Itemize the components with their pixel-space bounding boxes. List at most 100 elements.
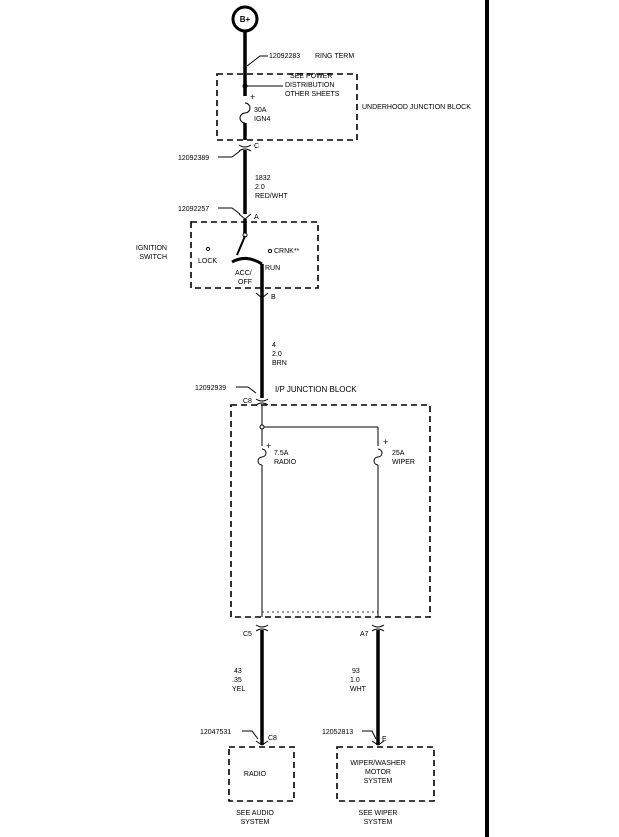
radio-outline [228, 746, 295, 802]
ignition-contact-bar [231, 257, 263, 266]
fuse-wiper-rating: 25A [392, 450, 405, 457]
ignition-lock-contact [205, 246, 211, 252]
splice-dot [242, 83, 248, 89]
wiper-component: 12052813 E WIPER/WASHER MOTOR SYSTEM SEE… [322, 729, 435, 826]
wire-4-circuit: 4 [272, 342, 276, 349]
connector-b: B [255, 292, 276, 301]
connector-a7-female [371, 624, 385, 628]
connector-12092939-leader [236, 386, 257, 394]
wiper-ref-line2: SYSTEM [364, 819, 393, 826]
connector-12092257-leader [218, 207, 241, 215]
fuse-30a-rating: 30A [254, 107, 267, 114]
connector-12052813-part: 12052813 [322, 729, 353, 736]
ip-junction-block: + 7.5A RADIO + 25A WIPER [230, 404, 431, 618]
fuse-radio-symbol [257, 448, 267, 466]
underhood-note-line3: OTHER SHEETS [285, 91, 340, 98]
ring-terminal-leader [246, 55, 268, 67]
wiper-name-line1: WIPER/WASHER [350, 760, 405, 767]
connector-radio-symbol [255, 740, 269, 746]
radio-ref-line1: SEE AUDIO [236, 810, 274, 817]
wire-1832-label: 1832 2.0 RED/WHT [255, 175, 288, 200]
wiper-name-line2: MOTOR [365, 769, 391, 776]
ring-terminal-label: RING TERM [315, 53, 354, 60]
wiper-name-line3: SYSTEM [364, 778, 393, 785]
connector-c5-female [255, 624, 269, 628]
connector-c-pin: C [254, 143, 259, 150]
underhood-junction-block: SEE POWER DISTRIBUTION OTHER SHEETS + 30… [216, 73, 471, 141]
connector-a7-pin: A7 [360, 631, 369, 638]
wire-4-color: BRN [272, 360, 287, 367]
fuse-wiper-symbol [373, 448, 383, 466]
underhood-note-line2: DISTRIBUTION [285, 82, 334, 89]
connector-a-pin: A [254, 214, 259, 221]
wire-4-gauge: 2.0 [272, 351, 282, 358]
ignition-off-label: OFF [238, 279, 252, 286]
wiper-ref-line1: SEE WIPER [359, 810, 398, 817]
ip-block-name: I/P JUNCTION BLOCK [275, 385, 357, 394]
connector-c8: 12092939 C8 I/P JUNCTION BLOCK [195, 385, 357, 406]
connector-c-female [238, 144, 252, 148]
wire-4-label: 4 2.0 BRN [272, 342, 287, 367]
wire-43-circuit: 43 [234, 668, 242, 675]
wire-93-color: WHT [350, 686, 367, 693]
connector-12047531-part: 12047531 [200, 729, 231, 736]
connector-c-male [238, 148, 252, 152]
fuse-30a-plus: + [250, 92, 255, 102]
ignition-run-label: RUN [265, 265, 280, 272]
ip-block-bus-node [259, 424, 265, 430]
fuse-radio-plus: + [266, 441, 271, 451]
connector-c5-male [255, 628, 269, 632]
ignition-switch: LOCK CRNK** RUN ACC/ OFF IGNITION SWITCH [136, 219, 319, 289]
fuse-wiper-name: WIPER [392, 459, 415, 466]
wire-1832-color: RED/WHT [255, 193, 288, 200]
connector-wiper-pin: E [382, 736, 387, 743]
radio-component: 12047531 C8 RADIO SEE AUDIO SYSTEM [200, 729, 295, 826]
b-plus-source: B+ [231, 5, 259, 33]
connector-12092389-leader [218, 150, 241, 158]
connector-12052813-leader [362, 730, 377, 740]
wire-43-label: 43 .35 YEL [232, 668, 245, 693]
fuse-wiper-plus: + [383, 437, 388, 447]
wire-93-circuit: 93 [352, 668, 360, 675]
underhood-block-name: UNDERHOOD JUNCTION BLOCK [362, 104, 471, 111]
radio-name: RADIO [244, 771, 267, 778]
connector-a7-male [371, 628, 385, 632]
connector-radio-pin: C8 [268, 735, 277, 742]
connector-12092389-part: 12092389 [178, 155, 209, 162]
connector-c8-female [255, 398, 269, 402]
b-plus-label: B+ [240, 15, 251, 24]
connector-c5: C5 [243, 624, 269, 638]
underhood-block-outline [216, 73, 358, 141]
ring-terminal-callout: 12092283 RING TERM [246, 53, 354, 67]
connector-a: 12092257 A [178, 206, 259, 221]
connector-a-symbol [238, 213, 252, 220]
wire-43-gauge: .35 [232, 677, 242, 684]
fuse-radio-rating: 7.5A [274, 450, 289, 457]
wiper-outline [336, 746, 435, 802]
ignition-title-line2: SWITCH [139, 254, 167, 261]
ignition-title-line1: IGNITION [136, 245, 167, 252]
radio-ref-line2: SYSTEM [241, 819, 270, 826]
ignition-switch-blade [236, 235, 246, 256]
ring-terminal-part: 12092283 [269, 53, 300, 60]
connector-a7: A7 [360, 624, 385, 638]
ignition-crnk-contact [267, 248, 273, 254]
connector-12092939-part: 12092939 [195, 385, 226, 392]
ip-block-outline [230, 404, 431, 618]
wire-43-color: YEL [232, 686, 245, 693]
wire-93-gauge: 1.0 [350, 677, 360, 684]
underhood-note-line1: SEE POWER [290, 73, 332, 80]
ignition-crnk-label: CRNK** [274, 248, 300, 255]
ignition-switch-outline [190, 221, 319, 289]
connector-wiper-symbol [371, 740, 385, 746]
connector-c: C 12092389 [178, 143, 259, 162]
wire-1832-circuit: 1832 [255, 175, 271, 182]
fuse-30a-symbol [239, 102, 251, 124]
connector-b-pin: B [271, 294, 276, 301]
fuse-30a-name: IGN4 [254, 116, 270, 123]
fuse-radio-name: RADIO [274, 459, 297, 466]
wire-93-label: 93 1.0 WHT [350, 668, 367, 693]
connector-c5-pin: C5 [243, 631, 252, 638]
ignition-acc-label: ACC/ [235, 270, 252, 277]
